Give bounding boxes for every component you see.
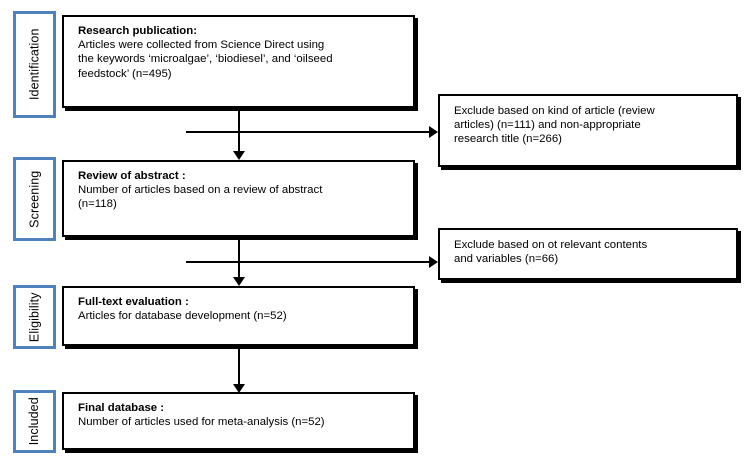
box-research-publication: Research publication: Articles were coll…: [62, 15, 415, 108]
box-line: and variables (n=66): [454, 253, 559, 266]
arrow-right-to-exclude2: [429, 256, 438, 268]
connector-box2-to-box3: [238, 239, 241, 279]
box-full-text-evaluation: Full-text evaluation : Articles for data…: [62, 286, 415, 346]
stage-label-text: Eligibility: [27, 292, 42, 342]
box-line: the keywords ‘microalgae’, ‘biodiesel’, …: [78, 53, 333, 66]
box-heading: Research publication:: [78, 25, 197, 37]
box-line: research title (n=266): [454, 133, 562, 146]
stage-label-included: Included: [13, 390, 56, 453]
connector-box2-to-exclude2: [186, 261, 432, 264]
stage-label-text: Included: [27, 397, 42, 446]
box-line: feedstock’ (n=495): [78, 67, 172, 80]
box-heading: Review of abstract :: [78, 170, 186, 182]
box-line: Number of articles used for meta-analysi…: [78, 416, 325, 429]
arrow-down-to-box4: [233, 384, 245, 393]
arrow-right-to-exclude1: [429, 126, 438, 138]
arrow-down-to-box2: [233, 151, 245, 160]
connector-box3-to-box4: [238, 348, 241, 386]
stage-label-eligibility: Eligibility: [13, 285, 56, 349]
box-line: (n=118): [78, 198, 117, 211]
stage-label-text: Screening: [27, 170, 42, 228]
box-line: Exclude based on ot relevant contents: [454, 239, 648, 251]
box-heading: Final database :: [78, 402, 165, 414]
stage-label-screening: Screening: [13, 157, 56, 241]
stage-label-text: Identification: [27, 28, 42, 101]
box-heading: Full-text evaluation :: [78, 296, 189, 308]
arrow-down-to-box3: [233, 277, 245, 286]
connector-box1-to-exclude1: [186, 131, 432, 134]
box-line: Articles were collected from Science Dir…: [78, 39, 325, 52]
box-exclude-article-kind: Exclude based on kind of article (review…: [438, 94, 738, 167]
box-line: Number of articles based on a review of …: [78, 184, 323, 197]
box-line: Exclude based on kind of article (review: [454, 105, 655, 117]
box-exclude-not-relevant: Exclude based on ot relevant contents an…: [438, 228, 738, 280]
box-line: articles) (n=111) and non-appropriate: [454, 119, 641, 132]
stage-label-identification: Identification: [13, 11, 56, 118]
box-line: Articles for database development (n=52): [78, 310, 287, 323]
box-final-database: Final database : Number of articles used…: [62, 392, 415, 450]
box-review-of-abstract: Review of abstract : Number of articles …: [62, 160, 415, 237]
